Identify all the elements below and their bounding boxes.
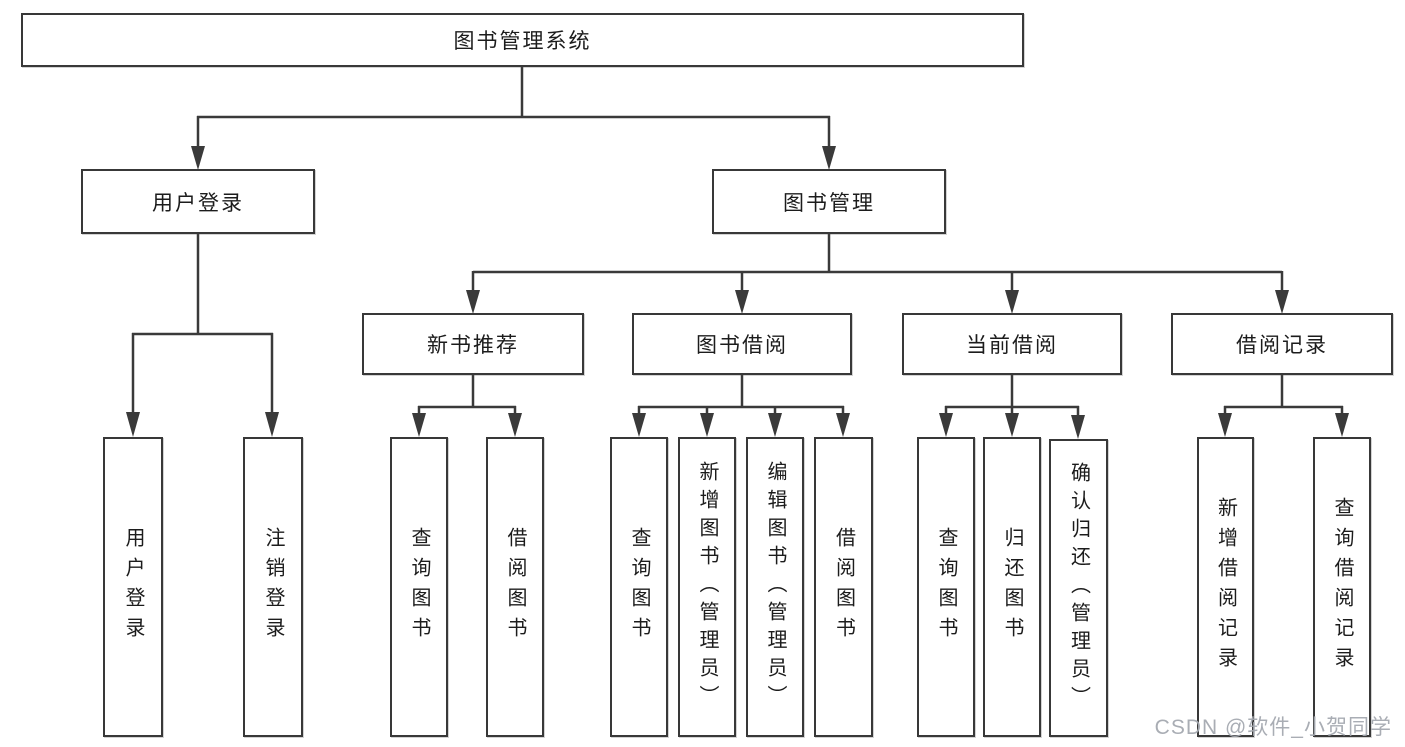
leaf-return-books: 归还图书 xyxy=(983,437,1041,737)
arrowhead xyxy=(735,290,749,314)
arrowhead xyxy=(1275,290,1289,314)
node-label: 新增借阅记录 xyxy=(1214,497,1237,677)
node-new-book-recommend: 新书推荐 xyxy=(362,313,584,375)
node-label: 查询图书 xyxy=(628,527,650,647)
node-label: 归还图书 xyxy=(1001,527,1023,647)
node-label: 借阅图书 xyxy=(832,527,855,647)
node-label: 用户登录 xyxy=(152,191,244,215)
arrowhead xyxy=(1005,290,1019,314)
node-label: 查询图书 xyxy=(935,527,957,647)
node-label: 查询图书 xyxy=(408,527,430,647)
leaf-query-books: 查询图书 xyxy=(390,437,448,737)
arrowhead xyxy=(700,413,714,437)
leaf-logout: 注销登录 xyxy=(243,437,303,737)
node-label: 借阅记录 xyxy=(1236,334,1328,357)
arrowhead xyxy=(1005,413,1019,437)
arrowhead xyxy=(1071,415,1085,439)
node-book-borrowing: 图书借阅 xyxy=(632,313,852,375)
leaf-confirm-return-admin: 确认归还（管理员） xyxy=(1049,439,1108,737)
node-label: 确认归还（管理员） xyxy=(1067,462,1090,714)
leaf-query-books: 查询图书 xyxy=(917,437,975,737)
arrowhead xyxy=(822,146,836,170)
node-label: 图书管理系统 xyxy=(453,30,592,53)
node-library-system: 图书管理系统 xyxy=(21,13,1024,67)
arrowhead xyxy=(126,412,140,437)
node-user-login: 用户登录 xyxy=(81,169,315,234)
node-current-borrowing: 当前借阅 xyxy=(902,313,1122,375)
arrowhead xyxy=(632,413,646,437)
node-label: 当前借阅 xyxy=(966,334,1058,357)
node-label: 借阅图书 xyxy=(504,527,526,647)
leaf-user-login: 用户登录 xyxy=(103,437,163,737)
leaf-add-books-admin: 新增图书（管理员） xyxy=(678,437,736,737)
leaf-query-books: 查询图书 xyxy=(610,437,668,737)
leaf-edit-books-admin: 编辑图书（管理员） xyxy=(746,437,804,737)
node-borrowing-records: 借阅记录 xyxy=(1171,313,1393,375)
leaf-borrow-books: 借阅图书 xyxy=(486,437,544,737)
arrowhead xyxy=(191,146,205,170)
node-label: 图书管理 xyxy=(783,191,875,215)
node-book-management: 图书管理 xyxy=(712,169,946,234)
arrowhead xyxy=(466,290,480,314)
node-label: 新书推荐 xyxy=(427,334,519,357)
node-label: 查询借阅记录 xyxy=(1331,497,1353,677)
leaf-add-borrow-record: 新增借阅记录 xyxy=(1197,437,1254,737)
arrowhead xyxy=(939,413,953,437)
arrowhead xyxy=(265,412,279,437)
node-label: 用户登录 xyxy=(122,527,144,647)
arrowhead xyxy=(412,413,426,437)
node-label: 注销登录 xyxy=(262,527,284,647)
arrowhead xyxy=(508,413,522,437)
csdn-watermark: CSDN @软件_小贺同学 xyxy=(1154,716,1392,739)
node-label: 图书借阅 xyxy=(696,334,788,357)
arrowhead xyxy=(1218,413,1232,437)
arrowhead xyxy=(836,413,850,437)
node-label: 新增图书（管理员） xyxy=(696,461,718,713)
arrowhead xyxy=(768,413,782,437)
leaf-query-borrow-record: 查询借阅记录 xyxy=(1313,437,1371,737)
leaf-borrow-books: 借阅图书 xyxy=(814,437,873,737)
arrowhead xyxy=(1335,413,1349,437)
node-label: 编辑图书（管理员） xyxy=(764,461,786,713)
